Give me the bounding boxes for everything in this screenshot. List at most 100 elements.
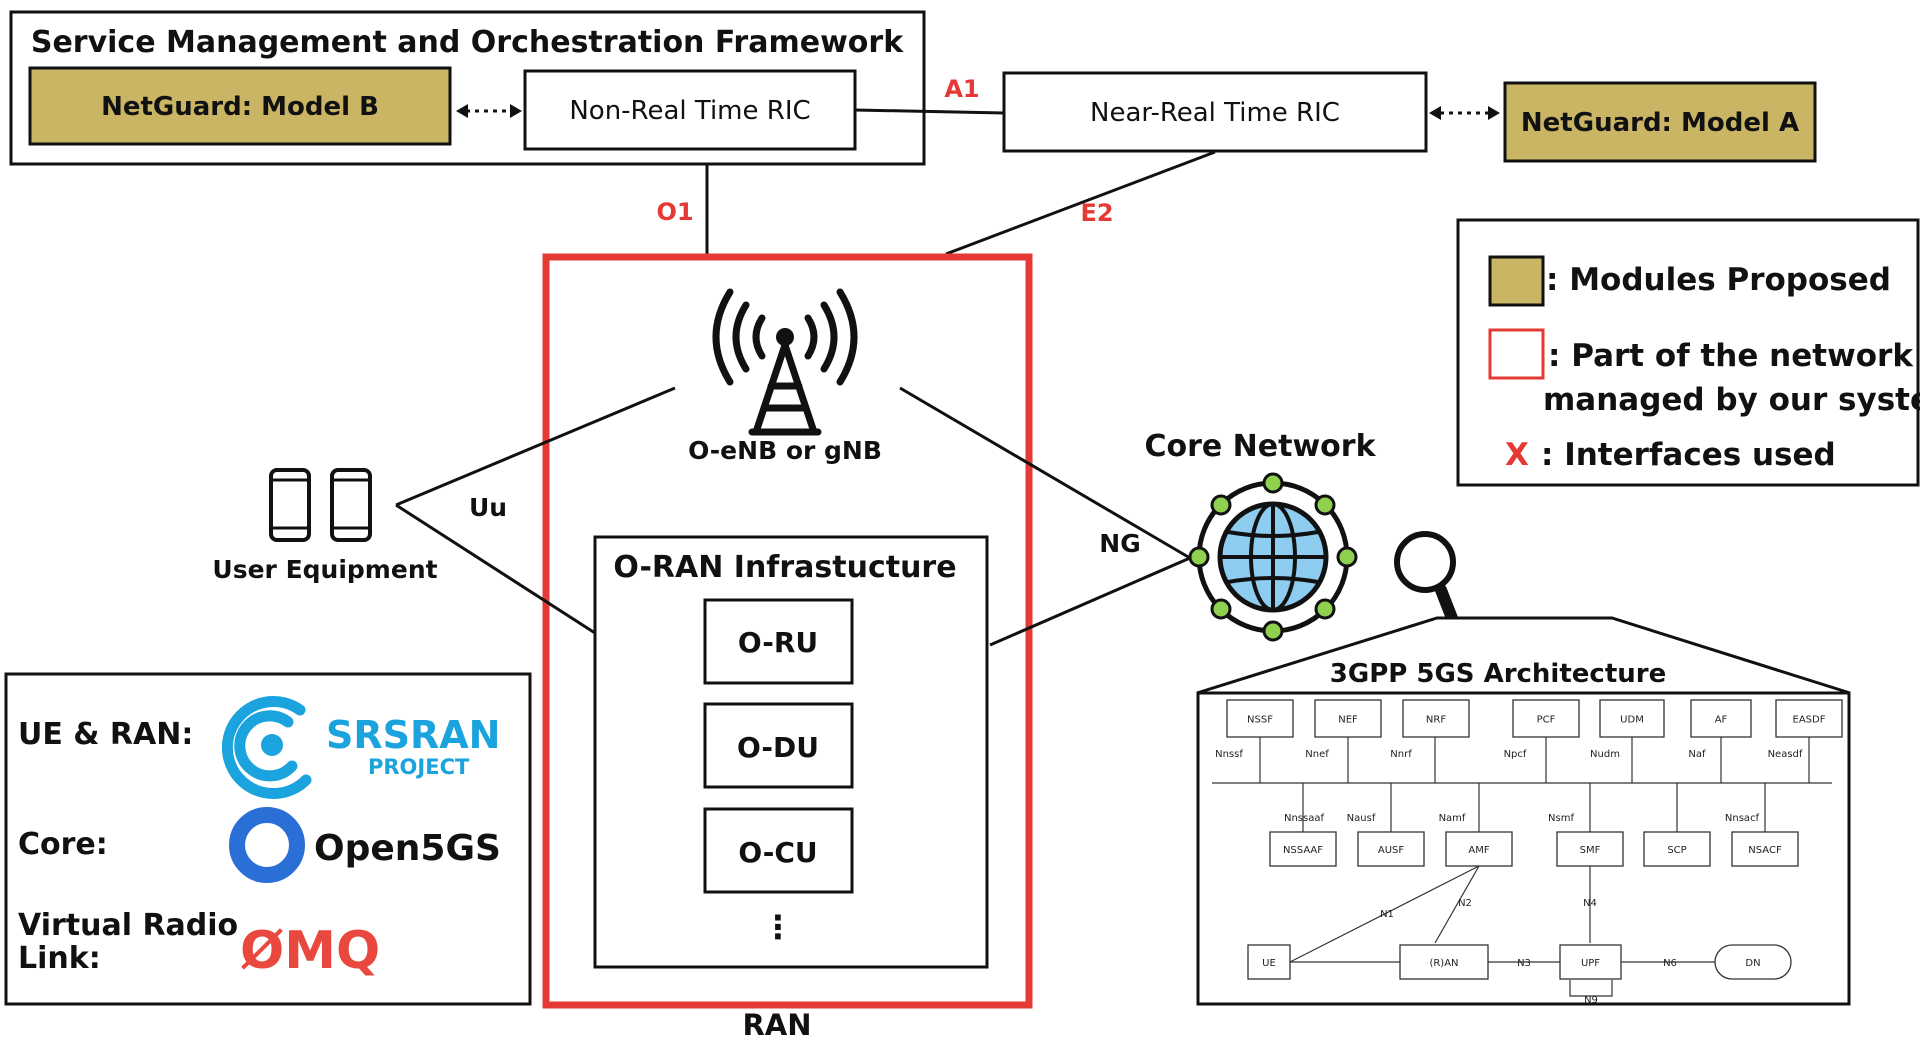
iface-namf: Namf (1439, 813, 1466, 824)
legend-interfaces: : Interfaces used (1541, 437, 1836, 473)
nf-scp-box (1643, 831, 1711, 867)
uu-link-upper (395, 386, 676, 507)
legend-x-mark: X (1505, 437, 1529, 473)
srsran-project-wordmark: PROJECT (368, 755, 470, 779)
arrowhead-left-icon (1429, 106, 1441, 120)
nf-nssaaf-label: NSSAAF (1283, 845, 1323, 856)
nf-udm-box (1599, 699, 1665, 738)
globe-network-icon (1188, 472, 1358, 642)
iface-neasdf: Neasdf (1768, 749, 1803, 760)
iface-n1: N1 (1380, 909, 1394, 920)
nf-pcf-label: PCF (1537, 715, 1556, 726)
nf-upf-box (1559, 944, 1622, 980)
nf-nef-label: NEF (1338, 715, 1358, 726)
iface-n4: N4 (1583, 898, 1597, 909)
nf-ue-box (1247, 944, 1291, 980)
sw-radio-label-line1: Virtual Radio (18, 908, 238, 943)
ran-label: RAN (742, 1008, 811, 1042)
arrowhead-left-icon (456, 104, 468, 118)
nf-amf-box (1445, 831, 1513, 867)
o-ru-box (703, 598, 854, 685)
e2-link (945, 150, 1216, 256)
nf-dn-label: DN (1745, 958, 1760, 969)
nf-ue-label: UE (1262, 958, 1276, 969)
oran-infra-title: O-RAN Infrastucture (613, 550, 956, 585)
user-equipment-icon (269, 468, 372, 542)
iface-nsmf: Nsmf (1548, 813, 1574, 824)
iface-n3: N3 (1517, 958, 1531, 969)
sw-radio-label-line2: Link: (18, 941, 101, 976)
nf-nsacf-label: NSACF (1748, 845, 1782, 856)
near-rt-ric-label: Near-Real Time RIC (1090, 98, 1340, 128)
a1-label: A1 (944, 75, 979, 103)
nf-nrf-label: NRF (1426, 715, 1446, 726)
nf-easdf-label: EASDF (1793, 715, 1826, 726)
non-rt-ric-box (523, 69, 857, 151)
iface-nnef: Nnef (1305, 749, 1329, 760)
iface-nnssf: Nnssf (1215, 749, 1243, 760)
nf-af-box (1690, 699, 1752, 738)
srsran-wordmark: SRSRAN (326, 713, 500, 757)
ran-frame (542, 253, 1033, 1009)
nf-af-label: AF (1715, 715, 1728, 726)
uu-label: Uu (469, 493, 507, 522)
arrowhead-right-icon (510, 104, 522, 118)
uu-link-lower (395, 503, 596, 635)
legend-part-line1: : Part of the network (1548, 338, 1914, 374)
nf-smf-box (1556, 831, 1624, 867)
iface-npcf: Npcf (1504, 749, 1527, 760)
more-components-ellipsis: ⋮ (762, 908, 794, 946)
legend-part-line2: managed by our system (1543, 382, 1920, 418)
o-cu-label: O-CU (738, 836, 817, 869)
nf-ausf-label: AUSF (1378, 845, 1405, 856)
nf-upf-label: UPF (1581, 958, 1600, 969)
o-du-box (703, 702, 854, 789)
arch-lines (1212, 737, 1832, 997)
software-box (4, 672, 532, 1006)
nf-nssf-box (1226, 699, 1294, 738)
sw-core-label: Core: (18, 827, 108, 862)
iface-nausf: Nausf (1347, 813, 1376, 824)
a1-link (854, 108, 1005, 115)
o-du-label: O-DU (737, 731, 819, 764)
near-rt-ric-box (1002, 71, 1428, 153)
ng-link-lower (989, 556, 1191, 647)
o-cu-box (703, 807, 854, 894)
nf-ran-box (1399, 944, 1489, 980)
model-a-box (1503, 81, 1817, 163)
nf-pcf-box (1512, 699, 1580, 738)
zmq-logo: ØMQ (240, 921, 380, 981)
open5gs-logo: Open5GS (229, 807, 501, 883)
nf-nsacf-box (1731, 831, 1799, 867)
nf-dn-box (1714, 944, 1792, 980)
nf-nssf-label: NSSF (1247, 715, 1273, 726)
nf-nssaaf-box (1269, 831, 1337, 867)
nf-scp-label: SCP (1667, 845, 1686, 856)
model-b-box (28, 66, 452, 146)
model-a-label: NetGuard: Model A (1521, 108, 1799, 138)
legend-modules: : Modules Proposed (1546, 262, 1891, 298)
nf-smf-label: SMF (1580, 845, 1601, 856)
o1-label: O1 (656, 198, 693, 226)
model-b-label: NetGuard: Model B (101, 92, 379, 122)
srsran-logo: SRSRAN PROJECT (221, 696, 500, 799)
iface-nudm: Nudm (1590, 749, 1620, 760)
legend-red-swatch (1488, 328, 1545, 380)
nf-nrf-box (1402, 699, 1470, 738)
iface-nnsacf: Nnsacf (1725, 813, 1760, 824)
o-ru-label: O-RU (738, 626, 818, 659)
ng-link-upper (899, 386, 1191, 560)
nf-easdf-box (1775, 699, 1843, 738)
user-equipment-label: User Equipment (212, 555, 437, 584)
iface-n2: N2 (1458, 898, 1472, 909)
e2-label: E2 (1080, 199, 1113, 227)
nf-udm-label: UDM (1620, 715, 1644, 726)
ng-label: NG (1099, 529, 1140, 558)
iface-naf: Naf (1688, 749, 1706, 760)
nf-ausf-box (1357, 831, 1425, 867)
arrowhead-right-icon (1488, 106, 1500, 120)
legend-gold-swatch (1488, 255, 1545, 307)
arch-title: 3GPP 5GS Architecture (1330, 659, 1666, 689)
